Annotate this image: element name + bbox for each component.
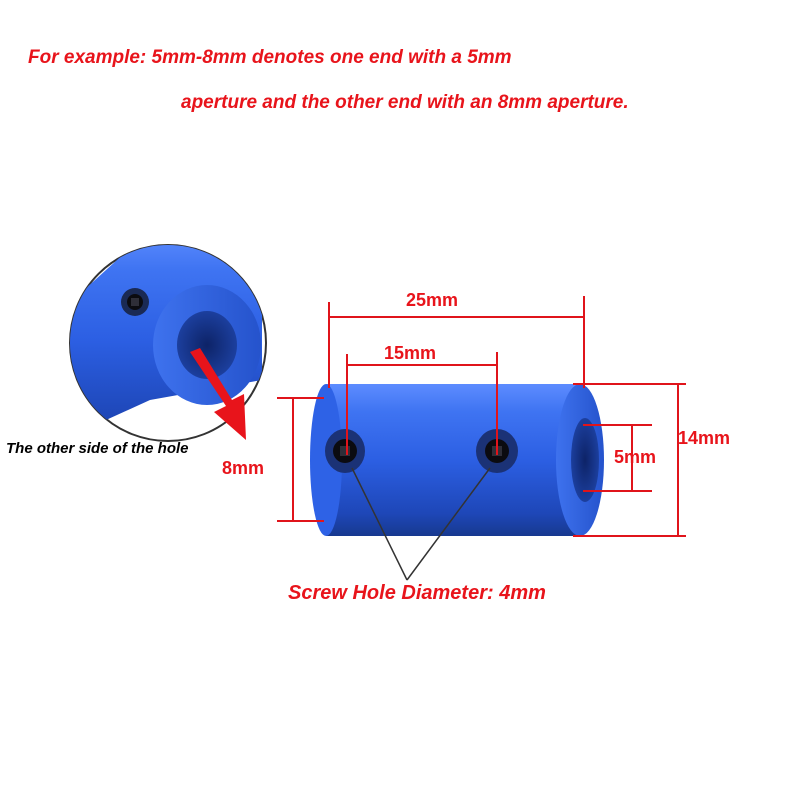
hex-socket-left-icon (340, 446, 350, 456)
coupler-body (326, 384, 580, 536)
other-side-label: The other side of the hole (6, 440, 189, 457)
coupler-right-bore (571, 418, 599, 502)
coupler-left-end (310, 384, 342, 536)
dim-right-bore-label: 5mm (614, 447, 657, 467)
leader-right (406, 467, 491, 581)
dimension-lines (277, 296, 686, 537)
screw-hole-label: Screw Hole Diameter: 4mm (288, 582, 546, 604)
dim-left-bore-label: 8mm (222, 458, 265, 478)
leader-left (351, 467, 408, 581)
header-line-2: aperture and the other end with an 8mm a… (181, 92, 629, 113)
coupler-main (310, 384, 604, 536)
dim-outer-diameter-label: 14mm (678, 428, 731, 448)
detail-bore (177, 311, 237, 379)
hex-socket-icon (131, 298, 139, 306)
detail-magnifier (69, 244, 267, 442)
detail-arrow (190, 348, 246, 440)
dim-screw-spacing-label: 15mm (384, 343, 437, 363)
header-line-1: For example: 5mm-8mm denotes one end wit… (28, 47, 512, 68)
detail-coupler-body (70, 245, 262, 441)
screw-leaders (351, 467, 491, 581)
dim-length-label: 25mm (406, 290, 459, 310)
